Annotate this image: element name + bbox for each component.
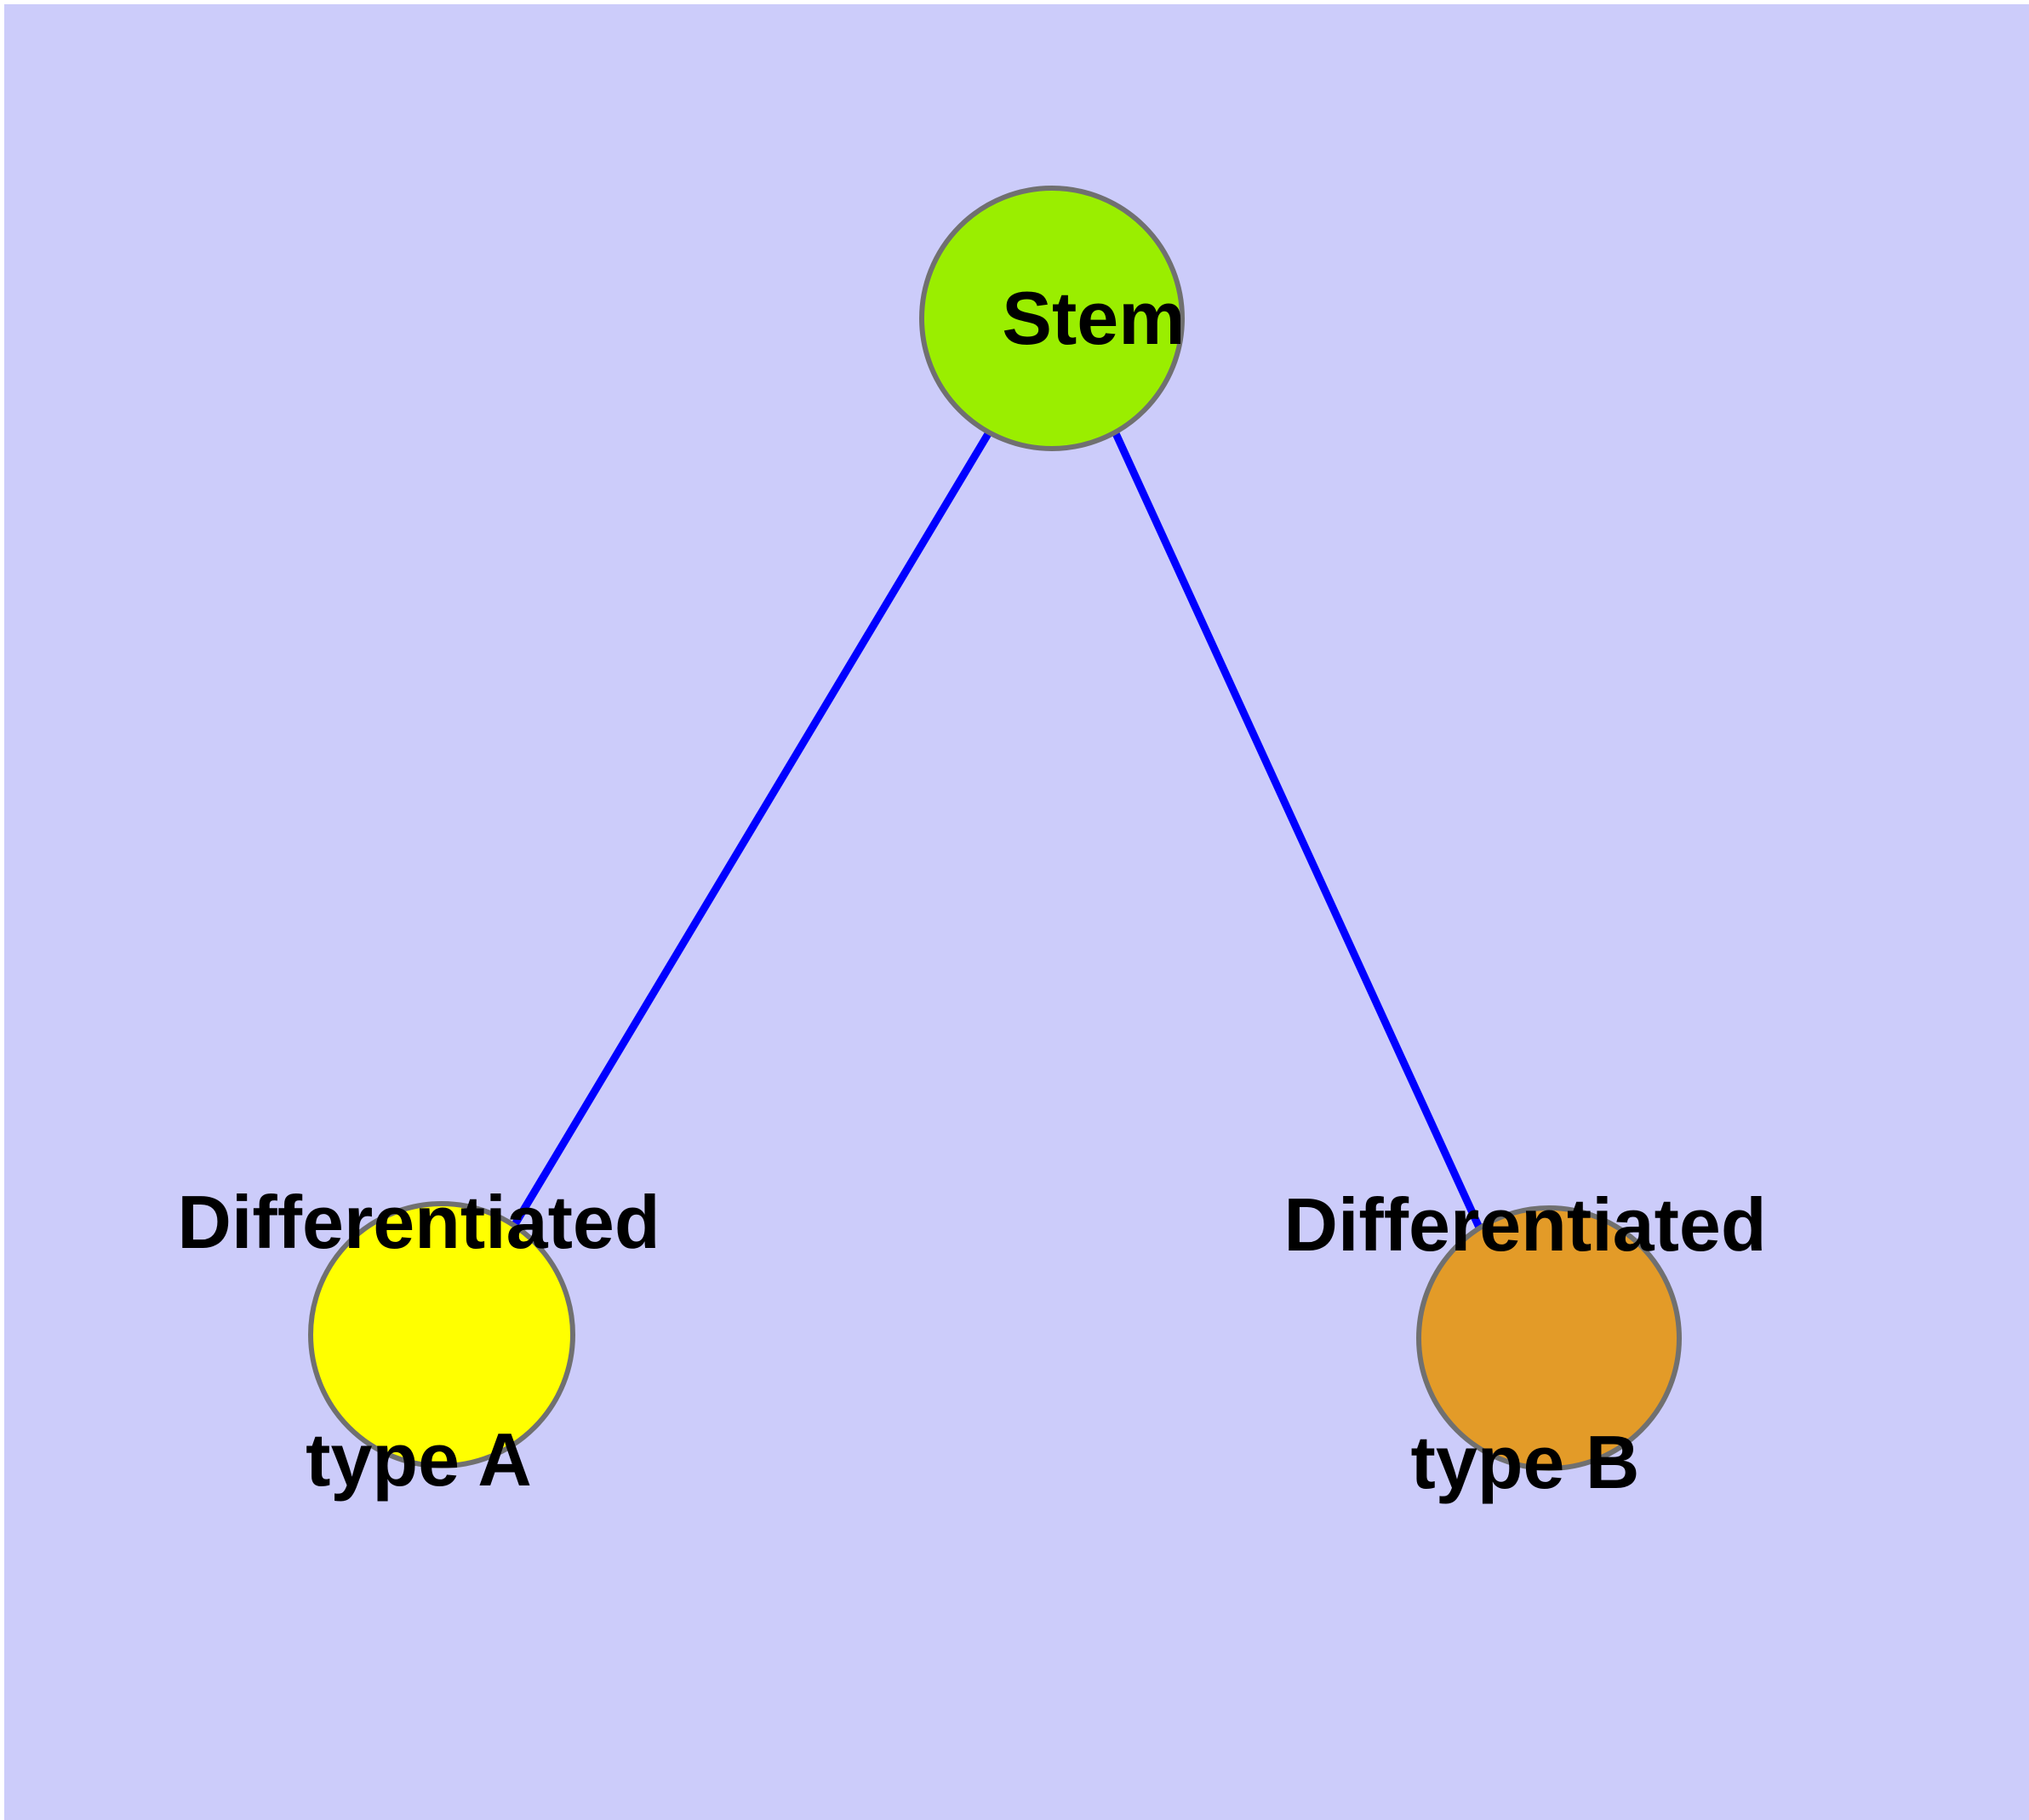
edge-stem-to-diff-b [1111,430,1483,1229]
node-differentiated-type-a[interactable] [308,1201,575,1468]
node-differentiated-type-b[interactable] [1416,1205,1682,1471]
node-stem[interactable] [919,186,1185,451]
edges-layer [511,430,1483,1229]
nodes-layer [308,186,1682,1471]
edge-stem-to-diff-a [511,430,992,1228]
